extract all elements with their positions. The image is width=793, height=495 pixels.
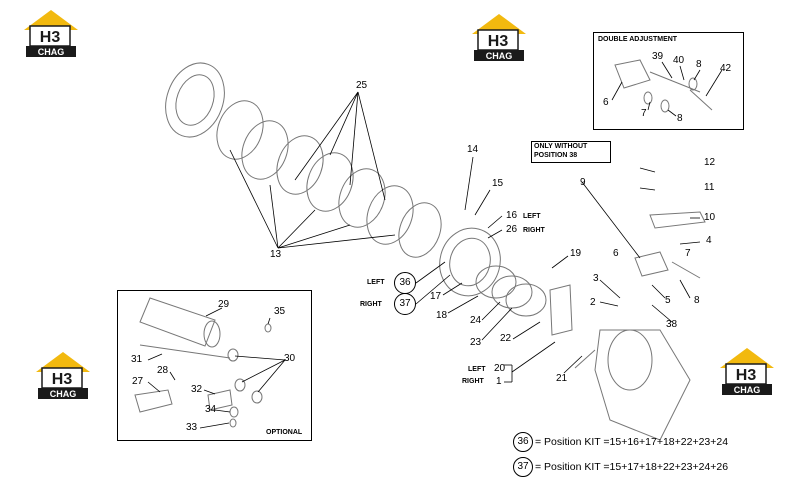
only-without-line2: POSITION 38: [534, 152, 578, 159]
part-label-24: 24: [470, 315, 482, 326]
part-label-1: 1: [496, 376, 502, 387]
part-label-6: 6: [613, 248, 619, 259]
svg-text:H3: H3: [488, 33, 509, 50]
only-without-line1: ONLY WITHOUT: [534, 143, 588, 150]
part-label: 31: [131, 354, 143, 365]
part-label-13: 13: [270, 249, 282, 260]
part-label-10: 10: [704, 212, 716, 223]
part-label: 40: [673, 55, 685, 66]
only-without-note: [531, 141, 611, 163]
part-label-11: 11: [704, 182, 715, 193]
kit-legend-37: 37= Position KIT =15+17+18+22+23+24+26: [513, 457, 728, 477]
part-label-8: 8: [694, 295, 700, 306]
double-adjustment-inset: [593, 32, 744, 130]
kit-circle-36: 36: [394, 272, 416, 294]
part-label: 27: [132, 376, 144, 387]
part-label-19: 19: [570, 248, 582, 259]
part-label-9: 9: [580, 177, 586, 188]
part-label-4: 4: [706, 235, 712, 246]
double-adjustment-title: DOUBLE ADJUSTMENT: [598, 36, 678, 43]
kit-number: 37: [513, 457, 533, 477]
optional-inset: [117, 290, 312, 441]
left-tag: LEFT: [523, 213, 541, 220]
logo-h3-chag-bottom-left: H3 CHAG: [34, 350, 92, 400]
part-label: 28: [157, 365, 169, 376]
part-label-26: 26: [506, 224, 518, 235]
kit-number: 36: [513, 432, 533, 452]
part-label: 33: [186, 422, 198, 433]
part-label: 34: [205, 404, 217, 415]
part-label: 32: [191, 384, 203, 395]
part-label: 42: [720, 63, 732, 74]
part-label: 39: [652, 51, 664, 62]
right-tag: RIGHT: [523, 227, 545, 234]
part-label-12: 12: [704, 157, 716, 168]
logo-h3-chag-top-left: H3 CHAG: [22, 8, 80, 58]
part-label: 35: [274, 306, 286, 317]
svg-text:CHAG: CHAG: [38, 47, 65, 57]
optional-title: OPTIONAL: [266, 429, 303, 436]
part-label-18: 18: [436, 310, 448, 321]
part-label-23: 23: [470, 337, 482, 348]
kit-legend-36: 36= Position KIT =15+16+17+18+22+23+24: [513, 432, 728, 452]
part-label-38: 38: [666, 319, 678, 330]
left-tag: LEFT: [367, 279, 385, 286]
right-tag: RIGHT: [360, 301, 382, 308]
part-label-5: 5: [665, 295, 671, 306]
svg-text:CHAG: CHAG: [50, 389, 77, 399]
left-tag: LEFT: [468, 366, 486, 373]
kit-circle-37: 37: [394, 293, 416, 315]
part-label-22: 22: [500, 333, 512, 344]
part-label: 29: [218, 299, 230, 310]
logo-h3-chag-top-center: H3 CHAG: [470, 12, 528, 62]
kit-description: = Position KIT =15+16+17+18+22+23+24: [535, 435, 729, 448]
part-label: 8: [696, 59, 702, 70]
part-label-3: 3: [593, 273, 599, 284]
svg-text:CHAG: CHAG: [486, 51, 513, 61]
part-label-7: 7: [685, 248, 691, 259]
kit-description: = Position KIT =15+17+18+22+23+24+26: [535, 460, 729, 473]
part-label: 6: [603, 97, 609, 108]
part-label-21: 21: [556, 373, 568, 384]
svg-text:CHAG: CHAG: [734, 385, 761, 395]
part-label: 8: [677, 113, 683, 124]
part-label-14: 14: [467, 144, 479, 155]
part-label: 30: [284, 353, 296, 364]
logo-h3-chag-bottom-right: H3 CHAG: [718, 346, 776, 396]
part-label-16: 16: [506, 210, 518, 221]
part-label-15: 15: [492, 178, 504, 189]
svg-text:H3: H3: [736, 367, 757, 384]
svg-text:H3: H3: [52, 371, 73, 388]
part-label-17: 17: [430, 291, 442, 302]
part-label: 7: [641, 108, 647, 119]
right-tag: RIGHT: [462, 378, 484, 385]
part-label-2: 2: [590, 297, 596, 308]
svg-text:H3: H3: [40, 29, 61, 46]
part-label-25: 25: [356, 80, 368, 91]
part-label-20: 20: [494, 363, 506, 374]
